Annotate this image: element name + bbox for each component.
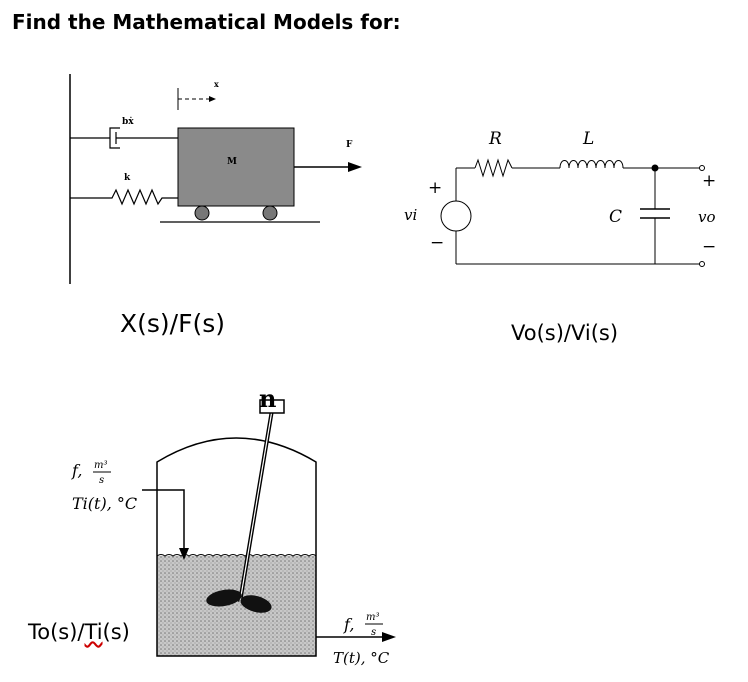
capacitor-label: C xyxy=(609,207,622,227)
damper xyxy=(70,127,178,149)
circuit-labels: R L C vi vo + − + − xyxy=(404,129,716,257)
stirred-tank-diagram: n xyxy=(142,384,396,657)
wheel-right xyxy=(262,205,278,221)
rlc-circuit-diagram xyxy=(440,158,705,267)
tank-vessel xyxy=(156,437,317,657)
input-plus-sign: + xyxy=(428,178,442,198)
inductor xyxy=(559,160,624,169)
inlet-temperature-label: Ti(t), °C xyxy=(72,494,137,513)
tank-labels: f, m³ s Ti(t), °C f, m³ s T(t), °C xyxy=(71,460,390,667)
motor-mount xyxy=(259,399,285,414)
tank-liquid xyxy=(157,556,316,656)
input-voltage-label: vi xyxy=(404,206,417,224)
page-title: Find the Mathematical Models for: xyxy=(12,10,401,34)
outlet-flow-units-den: s xyxy=(371,627,376,638)
inlet-flow-units-num: m³ xyxy=(94,460,108,471)
output-terminal-bottom xyxy=(699,261,705,267)
damper-label: bẋ xyxy=(122,116,134,127)
inductor-label: L xyxy=(582,129,594,149)
outlet-flow-units-num: m³ xyxy=(366,612,380,623)
mass-block xyxy=(177,127,295,207)
resistor-label: R xyxy=(488,129,502,149)
circuit-caption: Vo(s)/Vi(s) xyxy=(511,321,619,345)
spring xyxy=(70,188,178,206)
spring-label: k xyxy=(124,173,131,183)
inlet-pipe xyxy=(142,489,185,552)
mass-spring-damper-diagram: bẋ k M F x xyxy=(69,74,362,284)
outlet-temperature-label: T(t), °C xyxy=(333,649,390,667)
output-terminal-top xyxy=(699,165,705,171)
impeller-blade-left xyxy=(206,589,242,607)
resistor xyxy=(474,158,513,178)
stirrer-speed-label: n xyxy=(259,384,276,413)
mechanical-caption: X(s)/F(s) xyxy=(120,309,225,338)
tank-caption-suffix: (s) xyxy=(102,620,130,644)
output-voltage-label: vo xyxy=(698,208,716,226)
outlet-flow-label: f, xyxy=(343,615,354,634)
output-minus-sign: − xyxy=(702,237,716,257)
force-label: F xyxy=(346,140,353,150)
tank-caption-underlined: Ti xyxy=(84,620,103,644)
voltage-source xyxy=(440,200,472,232)
inlet-flow-units-den: s xyxy=(99,475,104,486)
mass-label: M xyxy=(227,157,237,167)
output-plus-sign: + xyxy=(702,171,716,191)
input-minus-sign: − xyxy=(430,233,444,253)
impeller-blade-right xyxy=(240,595,272,613)
wheel-left xyxy=(194,205,210,221)
tank-caption-prefix: To(s)/ xyxy=(28,620,85,644)
tank-caption: To(s)/Ti(s) xyxy=(28,620,130,644)
inlet-flow-label: f, xyxy=(71,461,82,480)
displacement-label: x xyxy=(214,79,219,89)
